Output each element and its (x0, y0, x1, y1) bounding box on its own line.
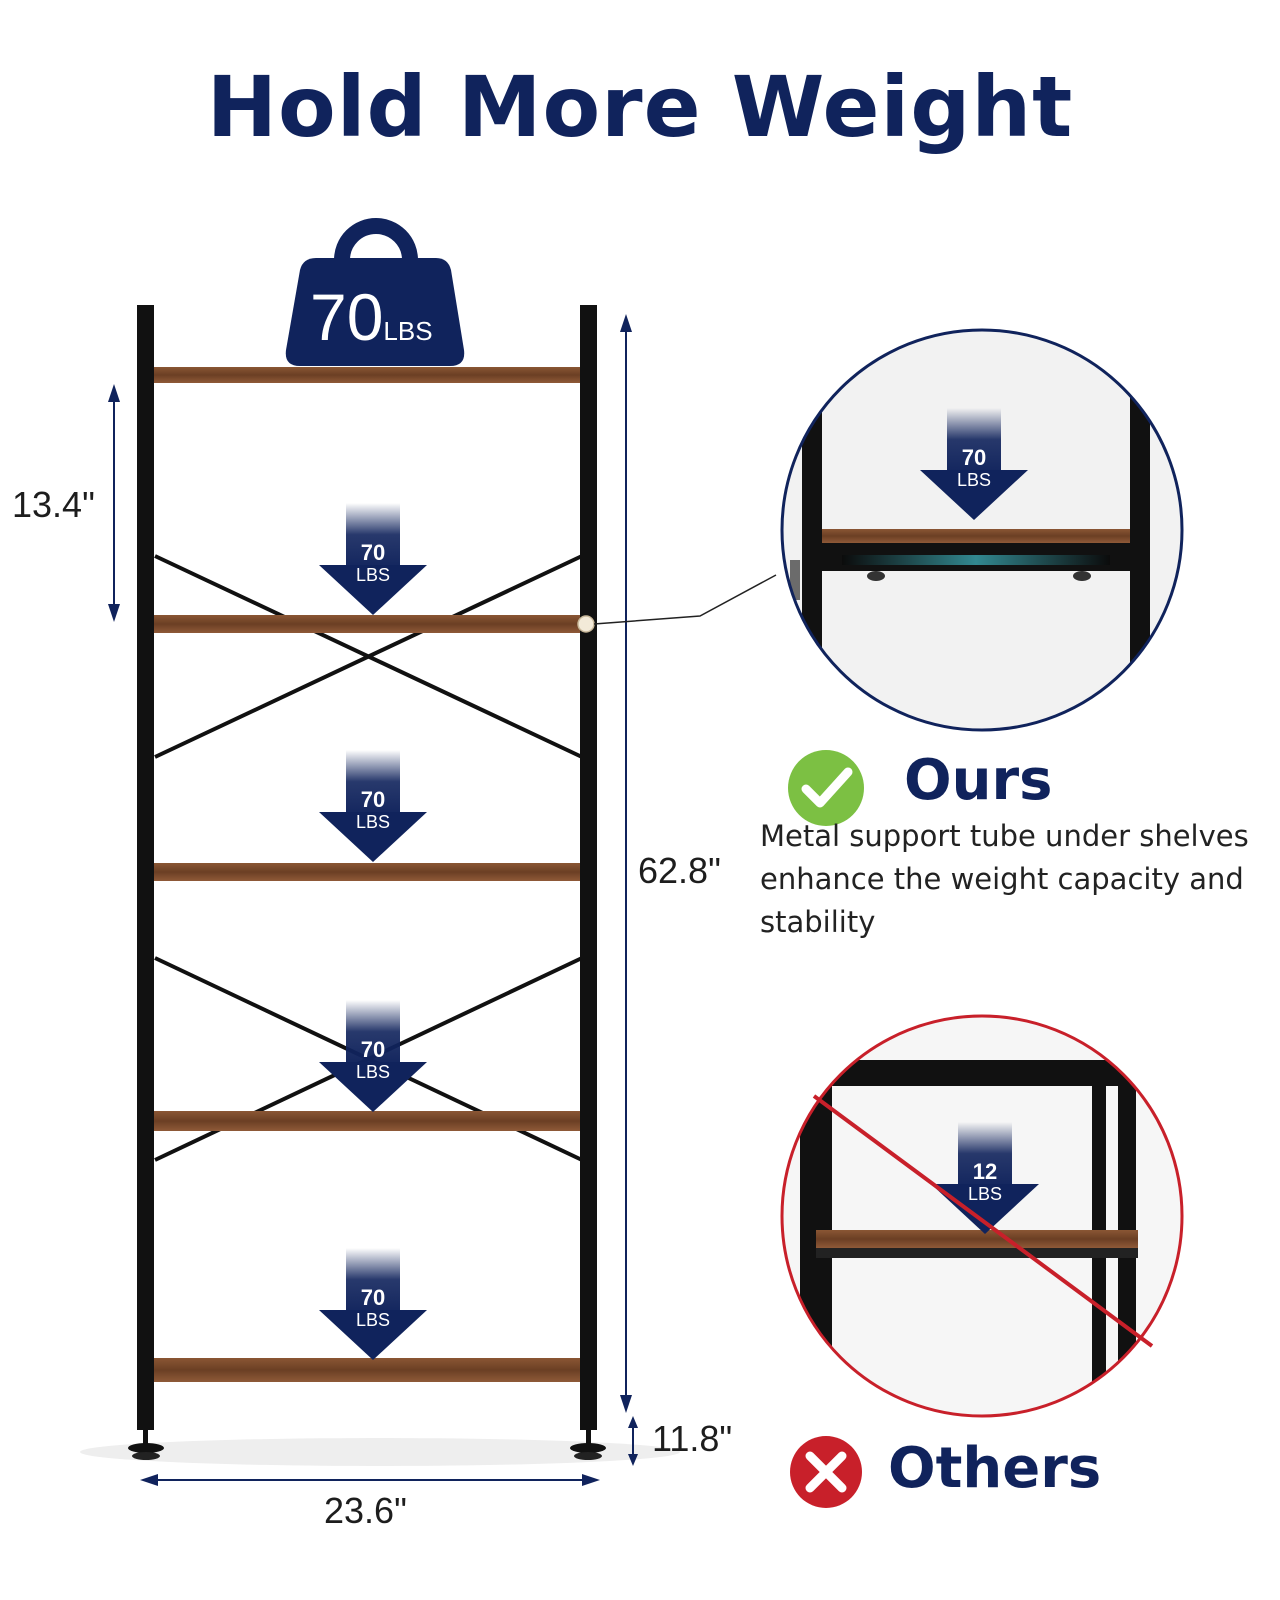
dimension-lines (108, 314, 638, 1486)
shelf-load-label: 70 LBS (343, 1285, 403, 1331)
shelf-5 (150, 1358, 582, 1382)
shelf-load-label: 70 LBS (343, 1037, 403, 1083)
check-icon (788, 750, 864, 826)
depth-dimension: 11.8" (652, 1418, 733, 1459)
load-unit: LBS (956, 470, 992, 490)
cross-icon (790, 1436, 862, 1508)
shelves (150, 367, 582, 1382)
load-value: 12 (972, 1159, 998, 1184)
load-value: 70 (961, 445, 987, 470)
shelf-1 (150, 367, 582, 383)
height-dimension: 62.8" (638, 850, 721, 891)
load-unit: LBS (967, 1184, 1003, 1204)
load-value: 70 (360, 787, 386, 812)
ours-description: Metal support tube under shelves enhance… (760, 819, 1249, 939)
load-unit: LBS (355, 565, 391, 585)
load-unit: LBS (355, 812, 391, 832)
load-unit: LBS (355, 1062, 391, 1082)
uprights (128, 305, 606, 1460)
ours-zoom-circle (780, 328, 1184, 732)
ours-heading: Ours (904, 748, 1053, 813)
top-weight-label: 70LBS (310, 284, 433, 364)
load-value: 70 (360, 1285, 386, 1310)
load-unit: LBS (355, 1310, 391, 1330)
callout-line (593, 574, 777, 625)
top-weight-value: 70 (310, 280, 384, 354)
weight-badge-icon (285, 218, 465, 366)
shelf-load-label: 70 LBS (343, 540, 403, 586)
shelf-3 (150, 863, 582, 881)
load-value: 70 (360, 1037, 386, 1062)
others-heading: Others (888, 1436, 1102, 1501)
shelf-2 (150, 615, 582, 633)
ours-load-label: 70 LBS (944, 445, 1004, 491)
shelf-4 (150, 1111, 582, 1131)
others-load-label: 12 LBS (955, 1159, 1015, 1205)
callout-dot (577, 615, 595, 633)
shelf-gap-dimension: 13.4" (12, 484, 95, 525)
floor-shadow (80, 1438, 680, 1466)
width-dimension: 23.6" (324, 1490, 407, 1531)
others-zoom-circle (780, 1014, 1184, 1418)
page-title: Hold More Weight (206, 58, 1074, 156)
top-weight-unit: LBS (383, 316, 433, 346)
load-value: 70 (360, 540, 386, 565)
shelf-load-label: 70 LBS (343, 787, 403, 833)
